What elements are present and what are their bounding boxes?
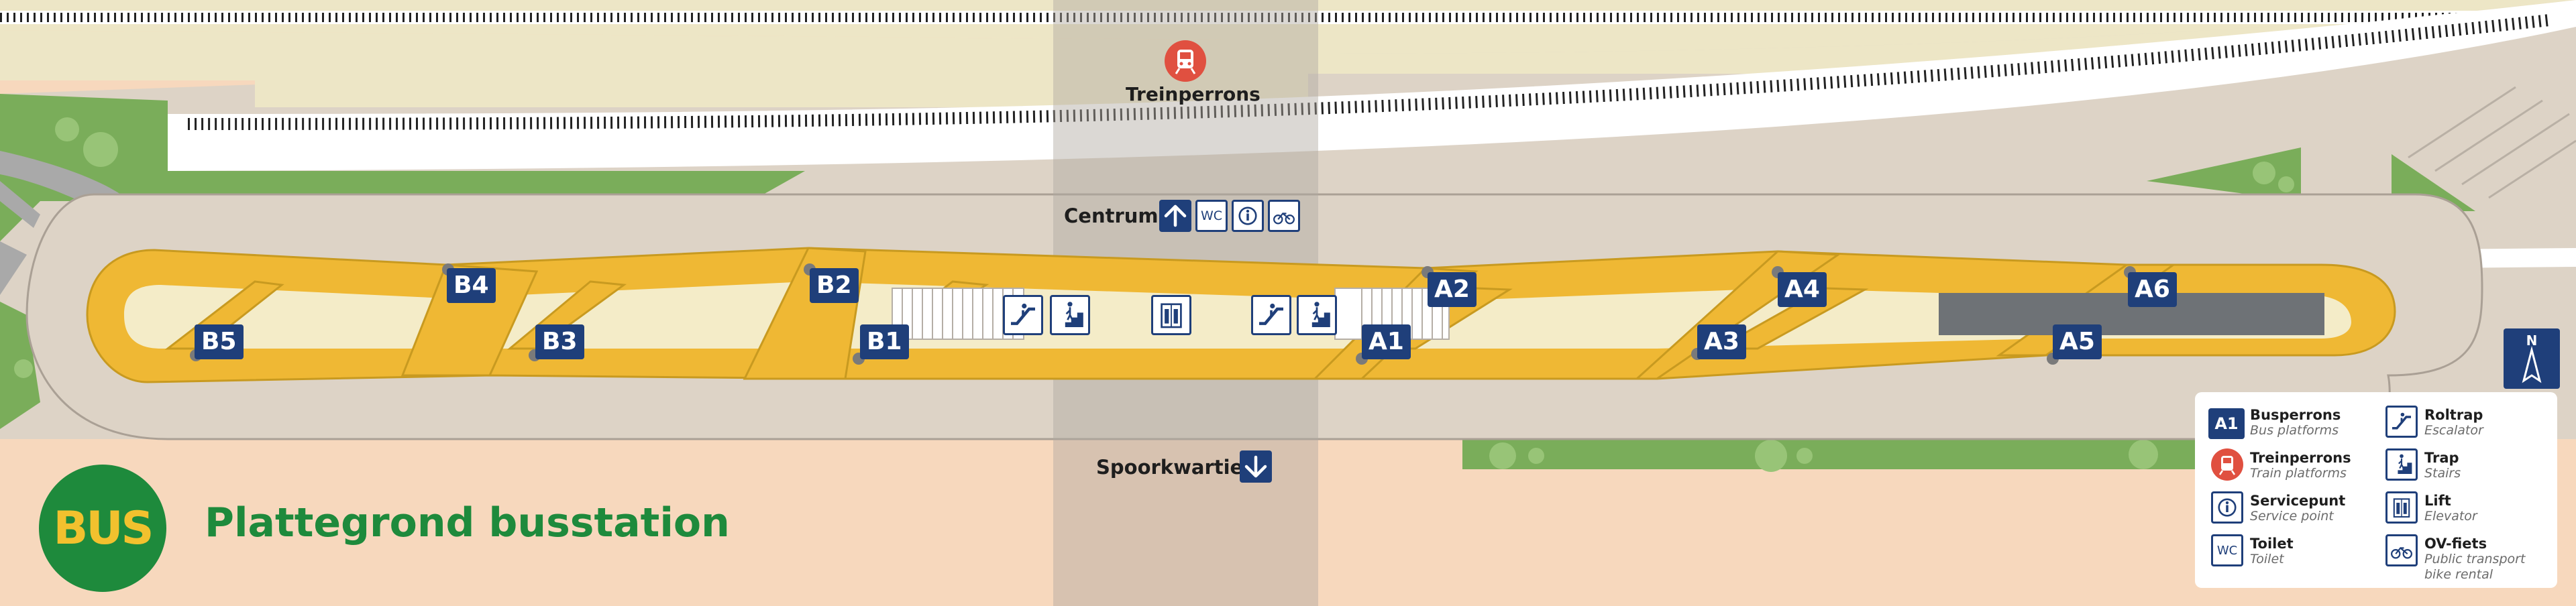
bus-logo-text: BUS — [53, 501, 154, 555]
legend-train-platforms: Treinperrons Train platforms — [2202, 448, 2376, 489]
platform-b2-badge: B2 — [810, 268, 859, 303]
platform-b4-badge: B4 — [447, 268, 496, 303]
stairs-icon — [1050, 295, 1090, 335]
legend-lift: Lift Elevator — [2376, 491, 2551, 532]
platform-a5-badge: A5 — [2053, 324, 2102, 359]
service-point-icon — [2211, 491, 2243, 524]
north-compass: N — [2504, 328, 2560, 389]
platform-a2-badge: A2 — [1428, 272, 1477, 307]
legend-stairs-title: Trap — [2424, 450, 2459, 466]
legend-bus-badge-text: A1 — [2214, 414, 2239, 433]
legend-wc-text: WC — [2216, 543, 2238, 558]
legend: A1 Busperrons Bus platforms Treinperrons… — [2195, 392, 2557, 588]
wc-text: WC — [1200, 208, 1223, 223]
legend-bike-title: OV-fiets — [2424, 536, 2487, 552]
wc-icon: WC — [2211, 534, 2243, 566]
legend-bus-subtitle: Bus platforms — [2250, 423, 2339, 438]
platform-b1-badge: B1 — [860, 324, 909, 359]
stairs-icon — [2385, 448, 2418, 481]
platform-b5-badge: B5 — [195, 324, 244, 359]
legend-escalator-subtitle: Escalator — [2424, 423, 2483, 438]
platform-a4-badge: A4 — [1778, 272, 1827, 307]
down-arrow-icon — [1240, 450, 1272, 483]
service-point-icon — [1232, 200, 1264, 232]
legend-escalator: Roltrap Escalator — [2376, 406, 2551, 446]
page-title: Plattegrond busstation — [205, 499, 730, 546]
lift-icon — [2385, 491, 2418, 524]
wc-icon: WC — [1195, 200, 1228, 232]
legend-service-subtitle: Service point — [2250, 509, 2334, 524]
legend-service-title: Servicepunt — [2250, 493, 2346, 509]
stairs-icon — [1297, 295, 1337, 335]
platform-a1-badge: A1 — [1362, 324, 1411, 359]
legend-lift-subtitle: Elevator — [2424, 509, 2477, 524]
escalator-icon — [2385, 406, 2418, 438]
spoorkwartier-label: Spoorkwartier — [1096, 456, 1253, 479]
north-arrow-icon — [2522, 346, 2542, 383]
bike-icon — [2385, 534, 2418, 566]
bus-platform-badge-icon: A1 — [2208, 408, 2245, 439]
bike-icon — [1268, 200, 1300, 232]
legend-toilet: WC Toilet Toilet — [2202, 534, 2376, 574]
legend-service-point: Servicepunt Service point — [2202, 491, 2376, 532]
train-platforms-label: Treinperrons — [1126, 83, 1260, 105]
legend-bike-subtitle-2: bike rental — [2424, 567, 2493, 582]
legend-bus-platforms: A1 Busperrons Bus platforms — [2202, 406, 2376, 446]
platform-a6-badge: A6 — [2128, 272, 2177, 307]
north-label: N — [2526, 332, 2538, 349]
legend-toilet-subtitle: Toilet — [2250, 552, 2284, 566]
train-icon — [2211, 448, 2243, 481]
legend-bike-subtitle-1: Public transport — [2424, 552, 2526, 566]
legend-bike: OV-fiets Public transport bike rental — [2376, 534, 2551, 588]
centrum-label: Centrum — [1064, 204, 1159, 227]
legend-escalator-title: Roltrap — [2424, 407, 2483, 423]
up-arrow-icon — [1159, 200, 1191, 232]
legend-train-subtitle: Train platforms — [2250, 466, 2347, 481]
bus-logo: BUS — [39, 465, 166, 592]
platform-a3-badge: A3 — [1697, 324, 1746, 359]
train-icon — [1165, 40, 1206, 82]
escalator-icon — [1003, 295, 1043, 335]
platform-b3-badge: B3 — [535, 324, 584, 359]
escalator-icon — [1251, 295, 1291, 335]
lift-icon — [1151, 295, 1191, 335]
legend-toilet-title: Toilet — [2250, 536, 2294, 552]
legend-bus-title: Busperrons — [2250, 407, 2341, 423]
legend-stairs: Trap Stairs — [2376, 448, 2551, 489]
legend-lift-title: Lift — [2424, 493, 2451, 509]
legend-stairs-subtitle: Stairs — [2424, 466, 2461, 481]
legend-train-title: Treinperrons — [2250, 450, 2351, 466]
